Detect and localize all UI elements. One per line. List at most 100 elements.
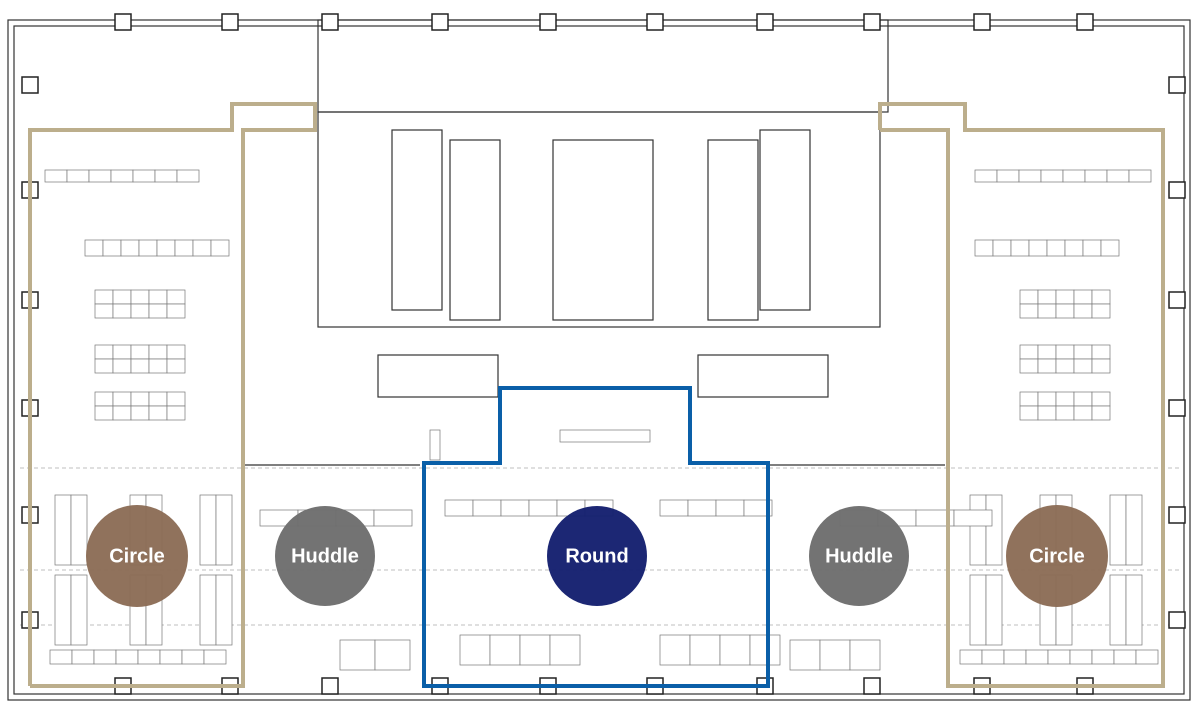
desk <box>1113 649 1137 665</box>
desk <box>985 494 1003 566</box>
column <box>1168 181 1186 199</box>
desk <box>93 649 117 665</box>
desk <box>1037 303 1057 319</box>
desk <box>1069 649 1093 665</box>
desk <box>1055 391 1075 407</box>
desk <box>71 649 95 665</box>
desk <box>1046 239 1066 257</box>
column <box>863 677 881 695</box>
desk <box>444 499 474 517</box>
desk <box>1135 649 1159 665</box>
desk <box>1106 169 1130 183</box>
desk <box>719 634 751 666</box>
desk <box>1091 344 1111 360</box>
desk <box>130 405 150 421</box>
desk <box>112 405 132 421</box>
desk <box>953 509 993 527</box>
desk <box>192 239 212 257</box>
desk <box>689 634 721 666</box>
desk <box>94 391 114 407</box>
desk <box>969 574 987 646</box>
desk <box>789 639 821 671</box>
desk <box>1073 344 1093 360</box>
zone-marker-round[interactable]: Round <box>547 506 647 606</box>
column <box>221 13 239 31</box>
desk <box>1040 169 1064 183</box>
desk <box>215 574 233 646</box>
column <box>539 13 557 31</box>
zone-label: Circle <box>1029 545 1085 567</box>
desk <box>459 634 491 666</box>
desk <box>94 303 114 319</box>
desk <box>1037 391 1057 407</box>
desk <box>981 649 1005 665</box>
desk <box>974 169 998 183</box>
desk <box>528 499 558 517</box>
desk <box>1019 358 1039 374</box>
left-zone-outline <box>28 102 317 688</box>
desk <box>992 239 1012 257</box>
desk <box>687 499 717 517</box>
column <box>1168 506 1186 524</box>
desk <box>1010 239 1030 257</box>
desk <box>1073 405 1093 421</box>
desk <box>159 649 183 665</box>
column <box>1076 13 1094 31</box>
desk <box>1037 344 1057 360</box>
desk <box>94 405 114 421</box>
desk <box>110 169 134 183</box>
column <box>973 13 991 31</box>
desk <box>49 649 73 665</box>
zone-marker-huddle-right[interactable]: Huddle <box>809 506 909 606</box>
desk <box>472 499 502 517</box>
desk-layout <box>44 169 1159 671</box>
zone-marker-circle-left[interactable]: Circle <box>86 505 188 607</box>
desk <box>1055 344 1075 360</box>
desk <box>849 639 881 671</box>
zone-label: Huddle <box>825 545 893 567</box>
desk <box>166 303 186 319</box>
desk <box>1091 358 1111 374</box>
structural-columns <box>21 13 1186 695</box>
desk <box>1055 303 1075 319</box>
desk <box>959 649 983 665</box>
desk <box>1073 289 1093 305</box>
desk <box>88 169 112 183</box>
zone-marker-huddle-left[interactable]: Huddle <box>275 506 375 606</box>
zone-label: Round <box>565 545 628 567</box>
desk <box>749 634 781 666</box>
desk <box>339 639 376 671</box>
zone-marker-circle-right[interactable]: Circle <box>1006 505 1108 607</box>
desk <box>130 289 150 305</box>
desk <box>1091 391 1111 407</box>
desk <box>132 169 156 183</box>
desk <box>500 499 530 517</box>
desk <box>373 509 413 527</box>
desk <box>130 358 150 374</box>
desk <box>1028 239 1048 257</box>
column <box>1168 399 1186 417</box>
desk <box>1073 391 1093 407</box>
desk <box>181 649 205 665</box>
column <box>863 13 881 31</box>
zone-label: Circle <box>109 545 165 567</box>
desk <box>1064 239 1084 257</box>
desk <box>985 574 1003 646</box>
desk <box>102 239 122 257</box>
desk <box>996 169 1020 183</box>
desk <box>969 494 987 566</box>
column <box>114 13 132 31</box>
column <box>1168 76 1186 94</box>
desk <box>112 358 132 374</box>
desk <box>1055 405 1075 421</box>
desk <box>130 303 150 319</box>
desk <box>156 239 176 257</box>
desk <box>148 344 168 360</box>
desk <box>154 169 178 183</box>
desk <box>1128 169 1152 183</box>
desk <box>743 499 773 517</box>
desk <box>1019 344 1039 360</box>
column <box>21 76 39 94</box>
desk <box>199 574 217 646</box>
desk <box>559 429 651 443</box>
